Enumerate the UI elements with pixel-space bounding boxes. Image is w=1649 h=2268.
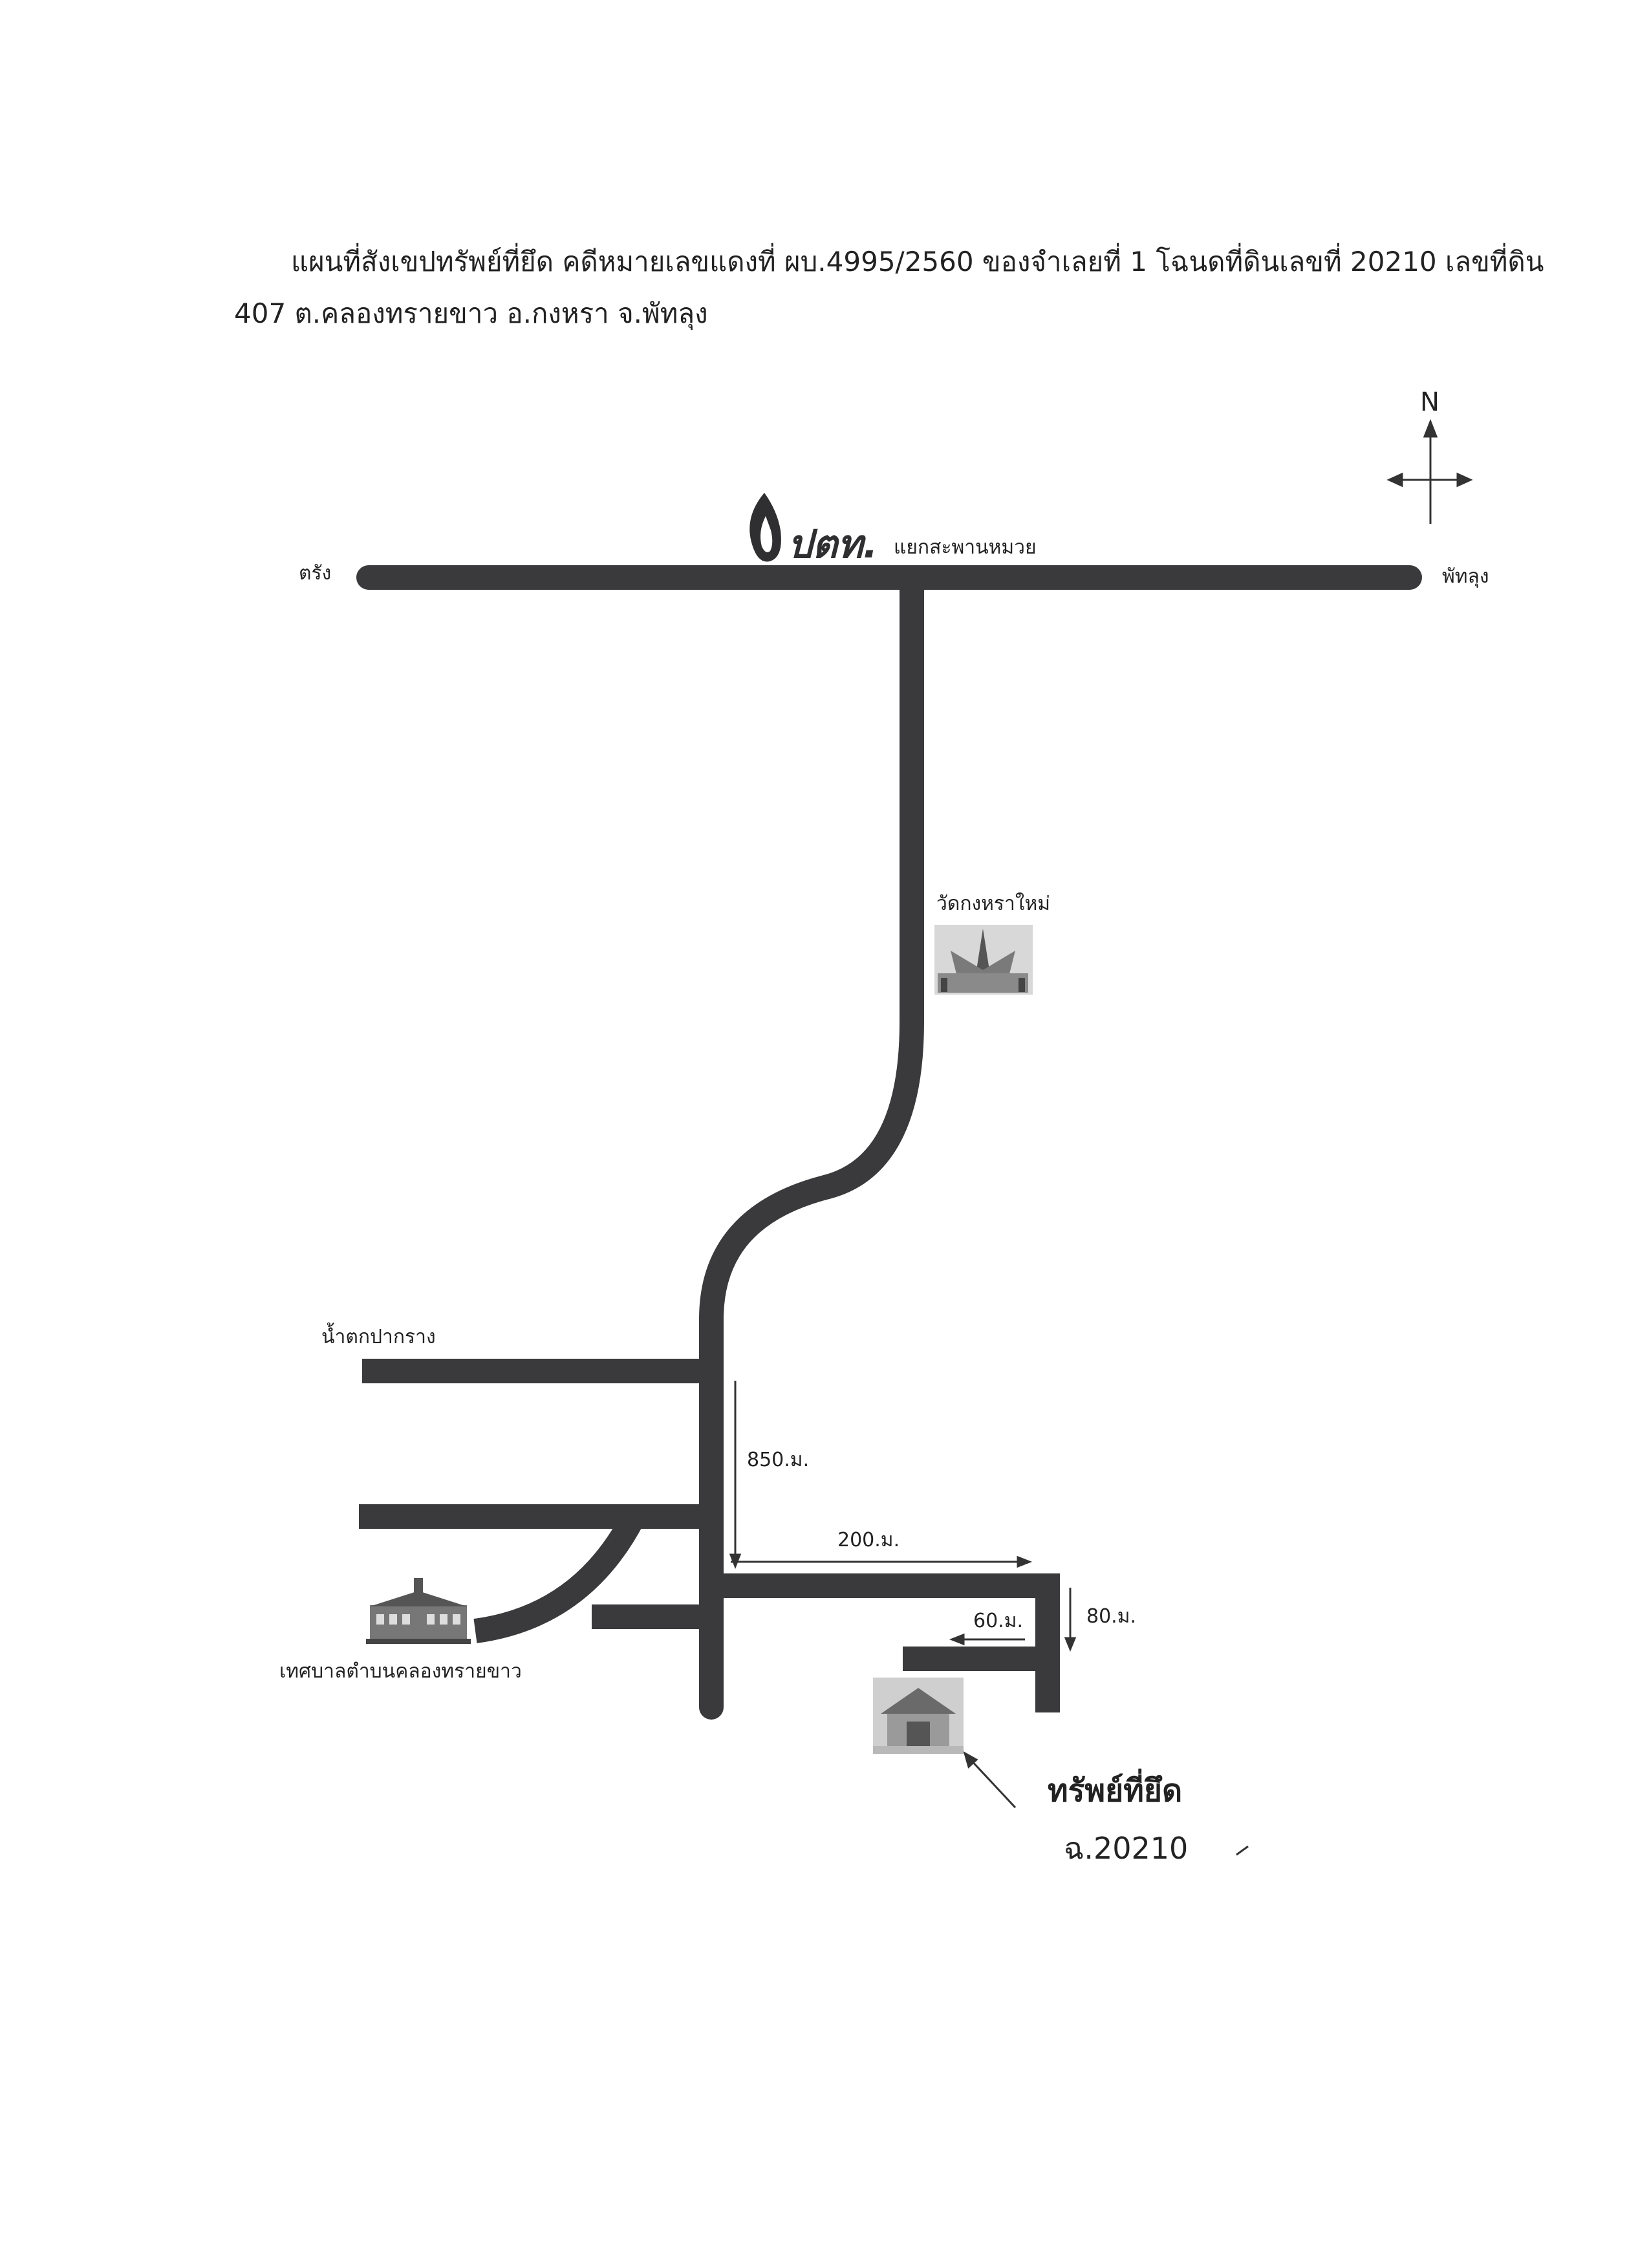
temple-photo bbox=[934, 925, 1033, 995]
label-municipality: เทศบาลตำบนคลองทรายขาว bbox=[279, 1660, 522, 1683]
distance-markers bbox=[729, 1381, 1249, 1856]
target-label: ทรัพย์ที่ยึด bbox=[1048, 1773, 1183, 1809]
ptt-flame-icon bbox=[749, 493, 781, 562]
ptt-logo-text: ปตท. bbox=[788, 522, 878, 567]
compass-icon bbox=[1386, 418, 1473, 524]
distance-200: 200.ม. bbox=[837, 1529, 900, 1551]
label-temple: วัดกงหราใหม่ bbox=[936, 892, 1051, 915]
target-deed: ฉ.20210 bbox=[1064, 1831, 1189, 1866]
north-south-road bbox=[699, 565, 924, 1720]
label-trang: ตรัง bbox=[299, 562, 332, 585]
municipality-road bbox=[473, 1511, 645, 1643]
distance-80: 80.ม. bbox=[1086, 1605, 1137, 1628]
header-line-2: 407 ต.คลองทรายขาว อ.กงหรา จ.พัทลุง bbox=[234, 297, 708, 329]
house-photo bbox=[873, 1678, 964, 1754]
label-waterfall: น้ำตกปากราง bbox=[321, 1326, 436, 1348]
distance-850: 850.ม. bbox=[747, 1449, 810, 1471]
label-phatthalung: พัทลุง bbox=[1442, 565, 1489, 588]
header-line-1: แผนที่สังเขปทรัพย์ที่ยึด คดีหมายเลขแดงที… bbox=[291, 246, 1544, 277]
north-label: N bbox=[1420, 387, 1439, 417]
label-junction: แยกสะพานหมวย bbox=[894, 536, 1037, 559]
distance-60: 60.ม. bbox=[973, 1610, 1024, 1632]
municipality-building-icon bbox=[366, 1578, 471, 1644]
